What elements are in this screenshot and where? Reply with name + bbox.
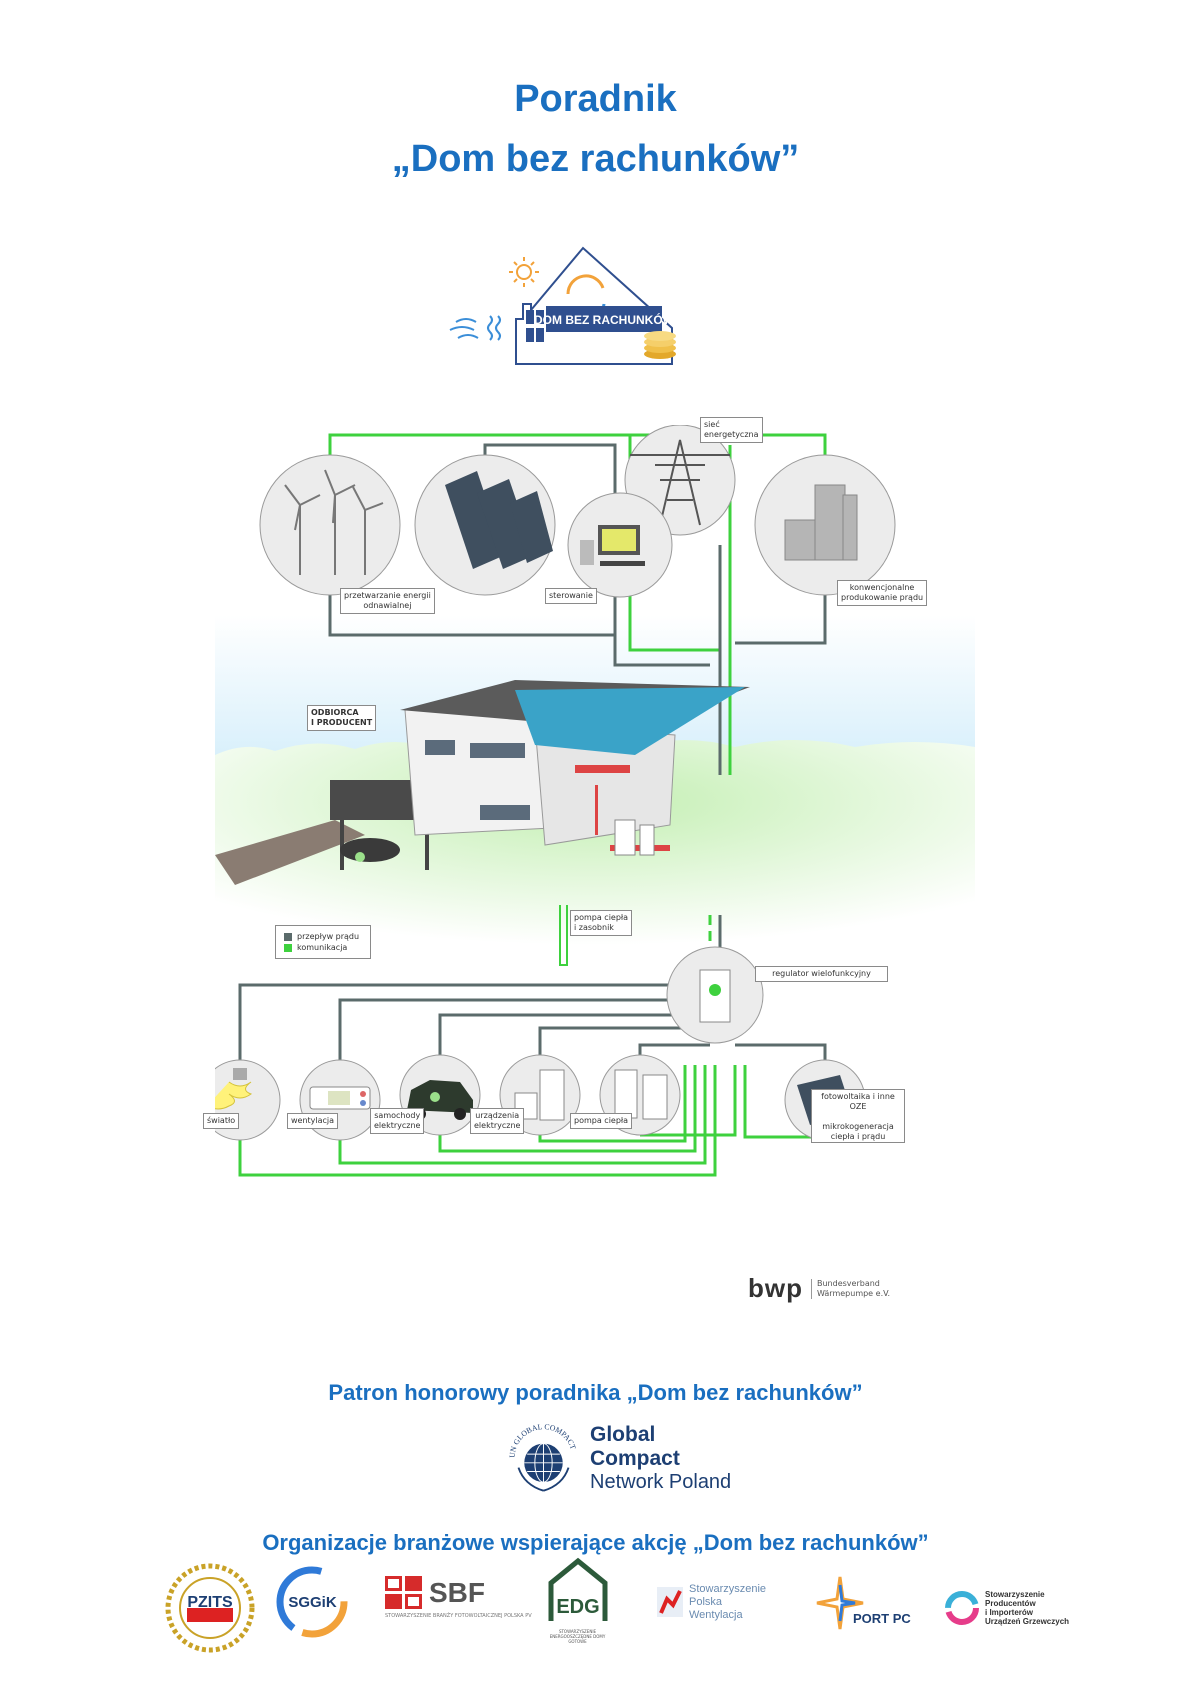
sbf-text: SBF xyxy=(429,1577,485,1608)
global-compact-logo: UN GLOBAL COMPACT Global Compact Network… xyxy=(505,1418,745,1498)
label-appliances: urządzenia elektryczne xyxy=(470,1108,525,1134)
brand-logo-text: DOM BEZ RACHUNKÓW xyxy=(534,312,675,327)
diagram-legend: przepływ prądu komunikacja xyxy=(275,925,371,959)
dom-bez-rachunkow-logo: DOM BEZ RACHUNKÓW xyxy=(428,224,728,374)
label-controller: regulator wielofunkcyjny xyxy=(755,966,888,982)
spiug-line4: Urządzeń Grzewczych xyxy=(985,1616,1070,1626)
patron-heading: Patron honorowy poradnika „Dom bez rachu… xyxy=(328,1380,863,1405)
label-heat-pump-storage: pompa ciepła i zasobnik xyxy=(570,910,633,936)
polska-wentylacja-logo: Stowarzyszenie Polska Wentylacja xyxy=(655,1583,790,1628)
bwp-logo: bwp xyxy=(748,1273,803,1303)
polska-wentylacja-line3: Wentylacja xyxy=(689,1609,743,1621)
label-conventional: konwencjonalne produkowanie prądu xyxy=(837,580,928,606)
label-control: sterowanie xyxy=(545,588,597,604)
sun-icon xyxy=(509,257,539,287)
label-ventilation: wentylacja xyxy=(287,1113,339,1129)
global-compact-name: Global Compact xyxy=(590,1422,680,1470)
sggik-logo: SGGiK xyxy=(275,1565,350,1640)
polska-wentylacja-line2: Polska xyxy=(689,1596,723,1608)
legend-label-power: przepływ prądu xyxy=(297,932,360,941)
organizations-heading: Organizacje branżowe wspierające akcję „… xyxy=(262,1530,929,1555)
bwp-credit: bwp Bundesverband Wärmepumpe e.V. xyxy=(748,1273,890,1304)
legend-item-power: przepływ prądu xyxy=(284,932,362,941)
legend-swatch-communication xyxy=(284,943,292,952)
spiug-mark-icon xyxy=(945,1590,979,1625)
edg-text: EDG xyxy=(556,1596,599,1618)
sbf-mark-icon xyxy=(385,1576,422,1609)
label-pv: fotowoltaika i inne OZE mikrokogeneracja… xyxy=(811,1089,905,1143)
port-pc-text: PORT PC xyxy=(853,1611,911,1626)
wind-icon xyxy=(449,315,501,341)
legend-swatch-power xyxy=(284,932,292,941)
page-title-line1: Poradnik xyxy=(514,78,677,120)
legend-item-communication: komunikacja xyxy=(284,943,362,952)
edg-logo: EDG STOWARZYSZENIE ENERGOOSZCZĘDNE DOMY … xyxy=(540,1555,615,1655)
polska-wentylacja-text: Stowarzyszenie Polska Wentylacja xyxy=(689,1583,766,1628)
house-illustration xyxy=(215,680,750,885)
edg-subtitle: STOWARZYSZENIE ENERGOOSZCZĘDNE DOMY GOTO… xyxy=(549,1629,606,1644)
label-renewable: przetwarzanie energii odnawialnej xyxy=(340,588,435,614)
sbf-logo: SBF STOWARZYSZENIE BRANŻY FOTOWOLTAICZNE… xyxy=(385,1576,532,1626)
wind-turbines-illustration xyxy=(259,454,401,596)
label-prosumer: ODBIORCA I PRODUCENT xyxy=(307,705,377,731)
sggik-text: SGGiK xyxy=(288,1594,337,1611)
un-globe-icon: UN GLOBAL COMPACT xyxy=(508,1422,578,1492)
label-heat-pump: pompa ciepła xyxy=(570,1113,633,1129)
bwp-credit-line2: Wärmepumpe e.V. xyxy=(817,1288,891,1298)
label-light: światło xyxy=(203,1113,240,1129)
energy-system-diagram: przetwarzanie energii odnawialnej sterow… xyxy=(203,417,975,1303)
control-computer-illustration xyxy=(567,492,673,598)
spiug-line1: Stowarzyszenie xyxy=(985,1589,1045,1599)
bwp-credit-line1: Bundesverband xyxy=(817,1278,880,1288)
page-title-line2: „Dom bez rachunków” xyxy=(391,138,800,180)
controller-illustration xyxy=(666,946,764,1044)
label-grid: sieć energetyczna xyxy=(700,417,763,443)
edg-house-icon: EDG xyxy=(548,1557,607,1621)
pzits-logo: PZITS xyxy=(165,1563,255,1653)
spiug-line3: i Importerów xyxy=(985,1607,1034,1617)
spiug-logo: Stowarzyszenie Producentów i Importerów … xyxy=(945,1580,1085,1635)
global-compact-network: Network Poland xyxy=(590,1470,732,1493)
global-compact-text: Global Compact Network Poland xyxy=(590,1423,745,1494)
spiug-text: Stowarzyszenie Producentów i Importerów … xyxy=(985,1590,1069,1626)
port-pc-logo: PORT PC xyxy=(815,1575,915,1635)
pzits-text: PZITS xyxy=(187,1594,233,1611)
legend-label-communication: komunikacja xyxy=(297,943,348,952)
polska-wentylacja-mark-icon xyxy=(657,1587,683,1617)
coins-icon xyxy=(644,331,676,359)
window-icon xyxy=(526,310,544,342)
sbf-subtitle: STOWARZYSZENIE BRANŻY FOTOWOLTAICZNEJ PO… xyxy=(385,1613,532,1619)
spiug-line2: Producentów xyxy=(985,1598,1036,1608)
label-ev: samochody elektryczne xyxy=(370,1108,425,1134)
polska-wentylacja-line1: Stowarzyszenie xyxy=(689,1583,767,1595)
port-pc-star-icon xyxy=(816,1576,864,1630)
power-plant-illustration xyxy=(754,454,896,596)
solar-panels-illustration xyxy=(414,454,556,596)
bwp-credit-text: Bundesverband Wärmepumpe e.V. xyxy=(811,1278,891,1299)
